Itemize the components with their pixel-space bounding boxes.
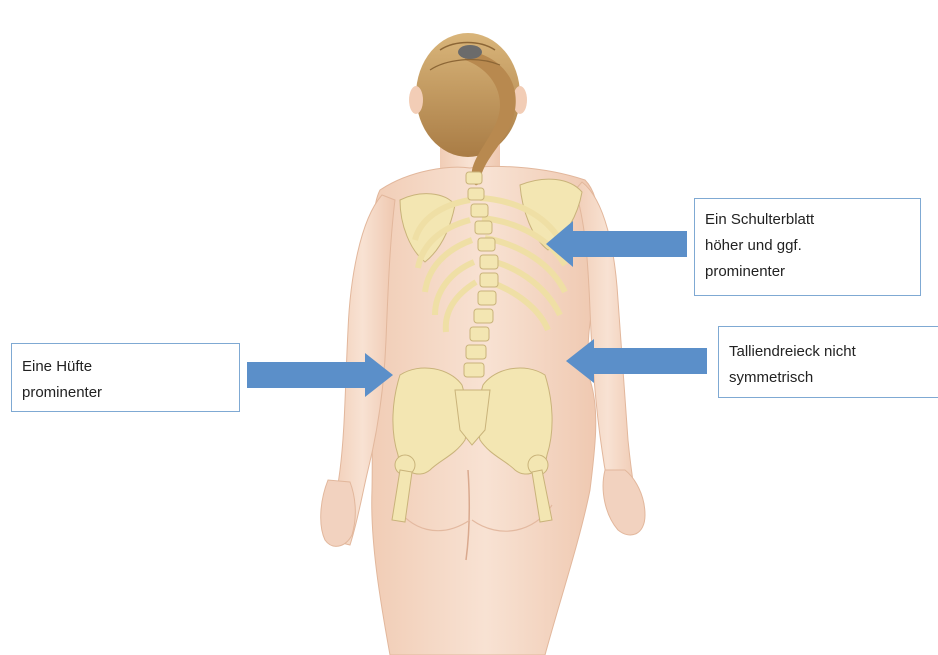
callout-shoulder-line-3: prominenter	[705, 259, 910, 285]
arrow-waist	[566, 339, 707, 383]
arrow-shoulder	[546, 221, 687, 267]
callout-hip: Eine Hüfte prominenter	[11, 343, 240, 412]
callout-waist-line-1: Talliendreieck nicht	[729, 339, 931, 365]
callout-waist-line-2: symmetrisch	[729, 365, 931, 391]
callout-waist-triangle: Talliendreieck nicht symmetrisch	[718, 326, 938, 398]
callout-shoulder-line-2: höher und ggf.	[705, 233, 910, 259]
callout-shoulder-blade: Ein Schulterblatt höher und ggf. promine…	[694, 198, 921, 296]
callout-hip-line-1: Eine Hüfte	[22, 354, 229, 380]
callout-hip-line-2: prominenter	[22, 380, 229, 406]
callout-shoulder-line-1: Ein Schulterblatt	[705, 207, 910, 233]
arrow-hip	[247, 353, 393, 397]
